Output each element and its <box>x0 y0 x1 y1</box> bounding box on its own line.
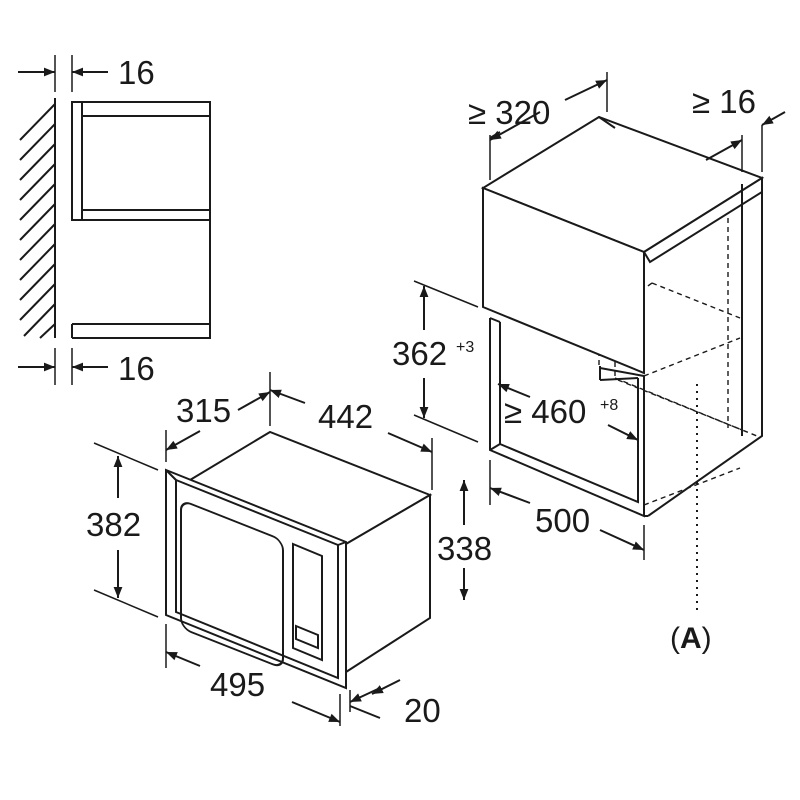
niche-height-label: 362 <box>392 335 447 372</box>
niche-depth-tolerance: +8 <box>600 397 618 414</box>
cabinet-depth-dimension: 500 <box>489 460 645 560</box>
side-gap-dimension-bottom: 16 <box>18 348 155 387</box>
microwave-front-height-label: 382 <box>86 506 141 543</box>
microwave-body-height-dimension: 338 <box>437 480 492 600</box>
cabinet-top-unit <box>480 115 765 375</box>
microwave-frame-depth-dimension: 20 <box>349 679 441 729</box>
niche-depth-label: ≥ 460 <box>504 393 586 430</box>
niche-height-tolerance: +3 <box>456 339 474 356</box>
cabinet-side-dimension: ≥ 16 <box>692 83 786 172</box>
cabinet-side-label: ≥ 16 <box>692 83 756 120</box>
reference-a-label: (A) <box>670 622 712 655</box>
side-gap-bottom-label: 16 <box>118 350 155 387</box>
microwave-body-height-label: 338 <box>437 530 492 567</box>
microwave-front-width-dimension: 495 <box>165 624 341 726</box>
microwave-isometric-view: 315 442 382 338 495 <box>86 372 492 729</box>
cabinet-width-label: ≥ 320 <box>468 94 550 131</box>
cabinet-width-dimension: ≥ 320 <box>468 72 608 180</box>
niche-height-dimension: 362 +3 <box>392 280 479 443</box>
wall-hatching <box>19 98 56 339</box>
cabinet-section <box>71 101 211 339</box>
microwave-body-width-label: 442 <box>318 398 373 435</box>
side-gap-dimension-top: 16 <box>18 54 155 92</box>
microwave-front-frame <box>165 468 347 690</box>
microwave-front-width-label: 495 <box>210 666 265 703</box>
cabinet-depth-label: 500 <box>535 502 590 539</box>
microwave-display <box>295 624 319 650</box>
microwave-body <box>187 430 433 674</box>
niche-depth-dimension: ≥ 460 +8 <box>497 383 639 441</box>
microwave-body-width-dimension: 442 <box>269 389 433 490</box>
microwave-control-panel <box>292 542 323 662</box>
microwave-depth-dimension: 315 <box>165 372 271 462</box>
microwave-frame-depth-label: 20 <box>404 692 441 729</box>
microwave-door <box>180 502 284 667</box>
side-gap-top-label: 16 <box>118 54 155 91</box>
cabinet-side-panel <box>647 178 763 517</box>
cabinet-isometric-view: ≥ 320 ≥ 16 362 +3 ≥ 460 +8 <box>392 72 786 655</box>
wall-section-view: 16 16 <box>18 54 211 387</box>
reference-a-callout: (A) <box>670 384 712 655</box>
microwave-depth-label: 315 <box>176 392 231 429</box>
microwave-front-height-dimension: 382 <box>86 442 159 618</box>
